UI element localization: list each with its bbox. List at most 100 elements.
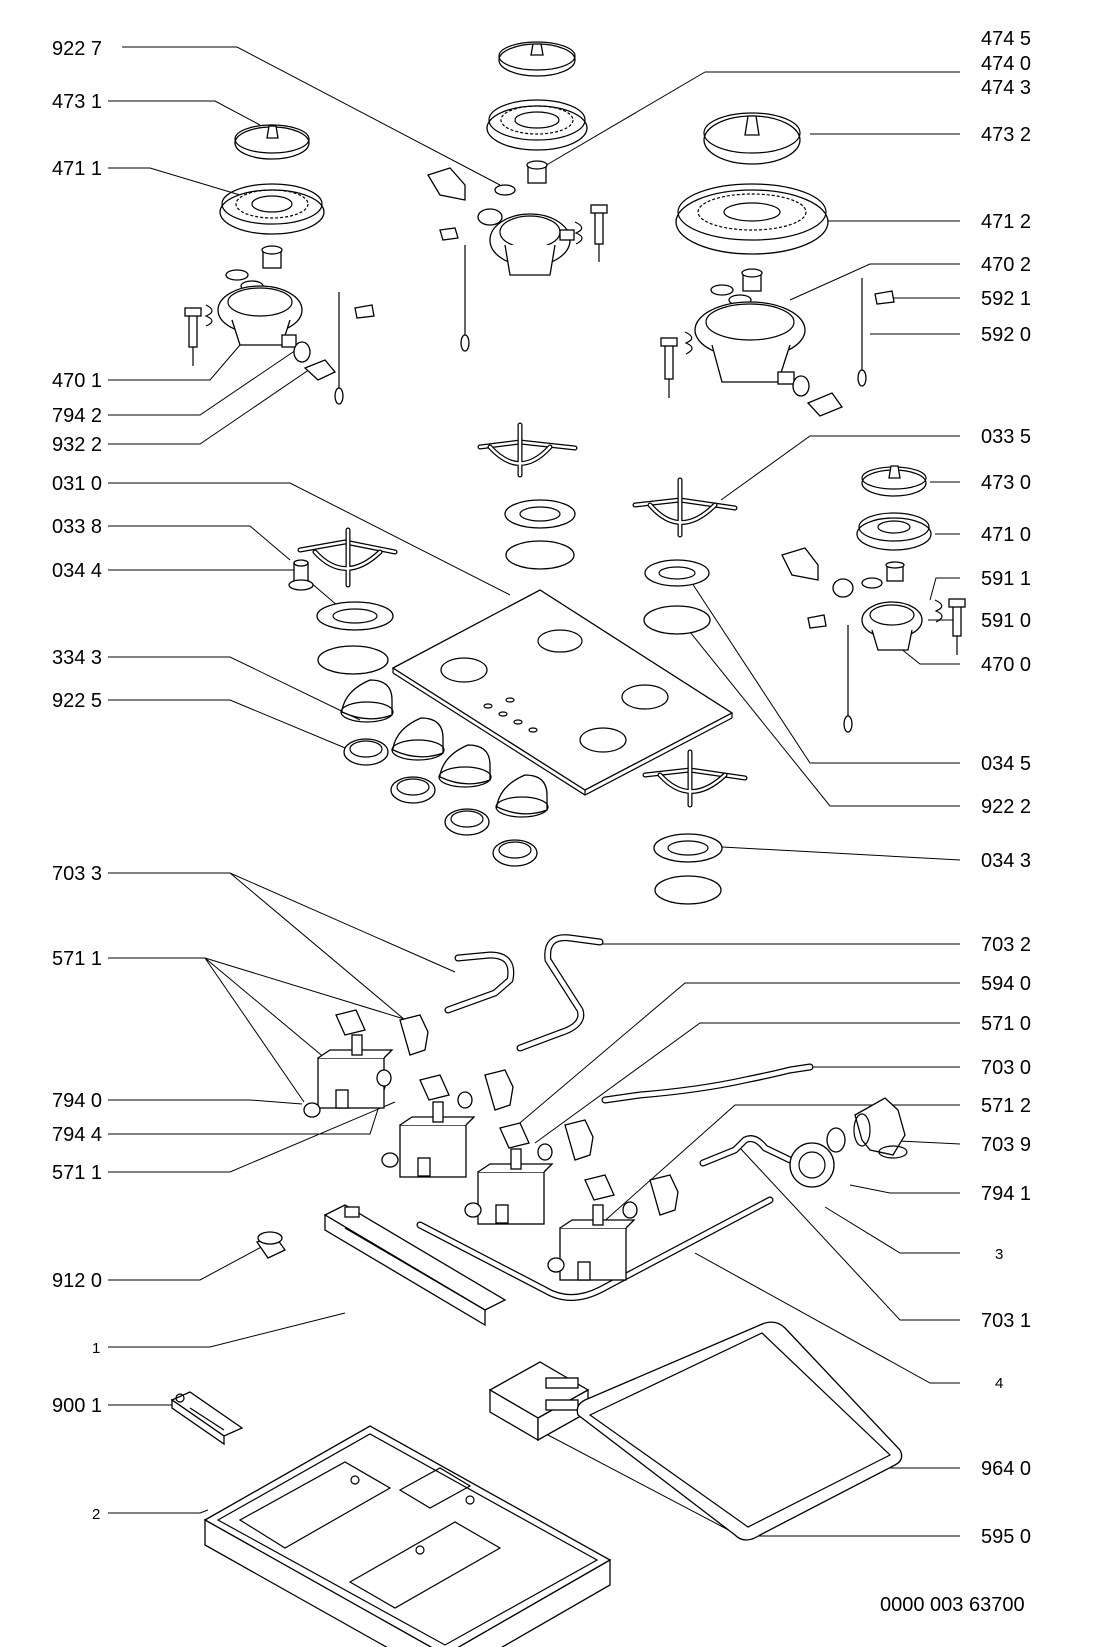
callout-594-0: 594 0 <box>981 973 1031 995</box>
spring-clip-right <box>684 331 693 355</box>
callout-473-2: 473 2 <box>981 124 1031 146</box>
callout-031-0: 031 0 <box>52 473 102 495</box>
spark-plug-left <box>184 307 202 366</box>
callout-033-8: 033 8 <box>52 516 102 538</box>
control-knob-4 <box>495 774 549 818</box>
seal-794-0 <box>303 1102 321 1118</box>
burner-cap-473-1 <box>234 124 310 160</box>
elbow-fitting-703-9 <box>853 1097 908 1159</box>
screw-912-0 <box>255 1231 286 1259</box>
callout-794-2: 794 2 <box>52 405 102 427</box>
callout-334-3: 334 3 <box>52 647 102 669</box>
callout-794-0: 794 0 <box>52 1090 102 1112</box>
callout-703-0: 703 0 <box>981 1057 1031 1079</box>
callout-703-3: 703 3 <box>52 863 102 885</box>
spark-plug-591-0 <box>948 598 966 655</box>
burner-crown-471-0 <box>856 512 932 551</box>
callout-034-5: 034 5 <box>981 753 1031 775</box>
bezel-2 <box>390 776 436 804</box>
callout-571-0: 571 0 <box>981 1013 1031 1035</box>
injector-474-3 <box>526 160 548 184</box>
burner-body-470-1 <box>217 285 303 348</box>
thermocouple-clip-centre <box>439 227 459 241</box>
seal-794-1 <box>826 1127 846 1153</box>
spark-plug-right <box>660 337 678 398</box>
control-knob-3 <box>438 744 492 788</box>
callout-794-1: 794 1 <box>981 1183 1031 1205</box>
pan-support-centre <box>477 422 578 478</box>
callout-471-2: 471 2 <box>981 211 1031 233</box>
seal-tap-4b <box>622 1201 638 1219</box>
callout-034-4: 034 4 <box>52 560 102 582</box>
callout-912-0: 912 0 <box>52 1270 102 1292</box>
callout-3: 3 <box>995 1246 1003 1263</box>
burner-cap-474-5 <box>498 41 576 77</box>
control-knob-334-3 <box>340 679 394 723</box>
callout-034-3: 034 3 <box>981 850 1031 872</box>
seal-right <box>792 375 810 397</box>
callout-2: 2 <box>92 1506 100 1523</box>
bracket-right <box>806 392 844 417</box>
gas-pipe-703-2 <box>516 934 604 1052</box>
seal-ring-centre <box>505 540 575 570</box>
seal-ring-left <box>317 645 389 675</box>
burner-body-470-2 <box>694 301 806 385</box>
callout-470-2: 470 2 <box>981 254 1031 276</box>
knob-spindle-033-8 <box>288 559 314 591</box>
seal-tap-4a <box>547 1257 565 1273</box>
bezel-3 <box>444 808 490 836</box>
bezel-4 <box>492 839 538 867</box>
burner-crown-471-1 <box>219 183 325 235</box>
callout-794-4: 794 4 <box>52 1124 102 1146</box>
callout-703-9: 703 9 <box>981 1134 1031 1156</box>
burner-crown-471-2 <box>675 183 829 255</box>
gas-tap-571-0 <box>477 1122 554 1225</box>
document-code: 0000 003 63700 <box>880 1594 1025 1616</box>
seal-794-4 <box>376 1069 392 1087</box>
gas-pipe-703-1 <box>699 1135 794 1167</box>
callout-4: 4 <box>995 1375 1003 1392</box>
seal-tap-2a <box>381 1152 399 1168</box>
spring-clip-591-1 <box>934 599 943 623</box>
injector-small-right <box>885 561 905 582</box>
callout-703-2: 703 2 <box>981 934 1031 956</box>
callout-900-1: 900 1 <box>52 1395 102 1417</box>
seal-ring-bottom <box>654 875 722 905</box>
thermocouple-clip-left <box>354 304 375 319</box>
gas-pipe-4 <box>416 1196 774 1301</box>
clip-small-right <box>781 547 819 581</box>
gas-tap-571-2 <box>559 1174 636 1281</box>
burner-ring-centre <box>504 499 576 529</box>
washer-right-1 <box>710 284 734 296</box>
burner-body-470-0 <box>861 601 923 651</box>
control-knob-2 <box>391 717 445 761</box>
seal-tap-2b <box>457 1091 473 1109</box>
spark-plug-centre <box>590 204 608 262</box>
clip-centre <box>427 167 466 201</box>
injector-right <box>741 268 763 292</box>
callout-labels: 922 7 473 1 471 1 474 5 474 0 474 3 473 … <box>52 28 1031 1548</box>
spring-clip-centre <box>574 221 583 245</box>
o-ring-small-right <box>832 578 854 598</box>
mounting-rail-1 <box>323 1204 507 1327</box>
callout-932-2: 932 2 <box>52 434 102 456</box>
hob-top-031-0 <box>391 589 734 796</box>
burner-body-centre <box>489 213 575 276</box>
callout-474-0: 474 0 <box>981 53 1031 75</box>
burner-crown-474-0 <box>486 99 588 151</box>
callout-592-0: 592 0 <box>981 324 1031 346</box>
callout-595-0: 595 0 <box>981 1526 1031 1548</box>
washer-small-right <box>861 577 883 589</box>
callout-473-1: 473 1 <box>52 91 102 113</box>
callout-592-1: 592 1 <box>981 288 1031 310</box>
nut-3 <box>789 1142 835 1188</box>
spring-clip-left <box>204 304 213 327</box>
thermocouple-clip-592-1 <box>874 290 895 305</box>
injector-left <box>261 245 283 269</box>
burner-cap-473-2 <box>703 112 801 165</box>
washer-left-1 <box>225 269 249 281</box>
thermocouple-clip-small-right <box>807 614 827 629</box>
seal-794-2 <box>293 341 311 363</box>
pan-support-033-8 <box>297 527 398 588</box>
